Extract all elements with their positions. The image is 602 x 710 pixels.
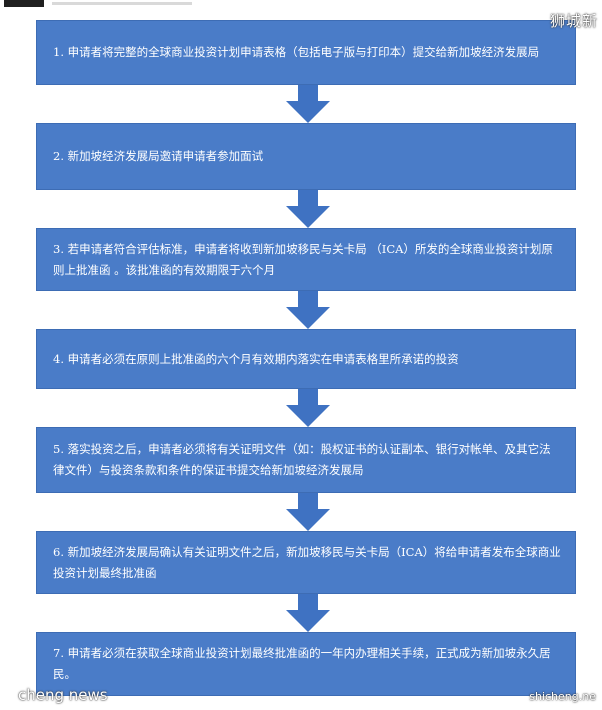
- step-7-text: 7. 申请者必须在获取全球商业投资计划最终批准函的一年内办理相关手续，正式成为新…: [53, 646, 551, 681]
- step-3-box: 3. 若申请者符合评估标准，申请者将收到新加坡移民与关卡局 （ICA）所发的全球…: [36, 228, 576, 291]
- step-6-box: 6. 新加坡经济发展局确认有关证明文件之后，新加坡移民与关卡局（ICA）将给申请…: [36, 531, 576, 594]
- watermark-bottom-left: cheng news: [18, 686, 108, 704]
- down-arrow-icon: [286, 493, 330, 531]
- step-2-text: 2. 新加坡经济发展局邀请申请者参加面试: [53, 149, 264, 163]
- step-5-text: 5. 落实投资之后，申请者必须将有关证明文件（如：股权证书的认证副本、银行对帐单…: [53, 442, 551, 477]
- watermark-bottom-right: shicheng.ne: [529, 690, 596, 703]
- top-edge-strip: [0, 0, 200, 7]
- step-4-text: 4. 申请者必须在原则上批准函的六个月有效期内落实在申请表格里所承诺的投资: [53, 351, 459, 366]
- step-7-box: 7. 申请者必须在获取全球商业投资计划最终批准函的一年内办理相关手续，正式成为新…: [36, 632, 576, 696]
- step-4-box: 4. 申请者必须在原则上批准函的六个月有效期内落实在申请表格里所承诺的投资: [36, 329, 576, 389]
- watermark-top-right: 狮城新: [549, 12, 598, 30]
- top-edge-dark-block: [4, 0, 44, 7]
- step-3-text: 3. 若申请者符合评估标准，申请者将收到新加坡移民与关卡局 （ICA）所发的全球…: [53, 241, 553, 277]
- step-2-box: 2. 新加坡经济发展局邀请申请者参加面试: [36, 123, 576, 190]
- down-arrow-icon: [286, 85, 330, 123]
- top-edge-light-block: [52, 2, 192, 5]
- step-1-text: 1. 申请者将完整的全球商业投资计划申请表格（包括电子版与打印本）提交给新加坡经…: [53, 45, 540, 59]
- down-arrow-icon: [286, 190, 330, 228]
- down-arrow-icon: [286, 291, 330, 329]
- down-arrow-icon: [286, 389, 330, 427]
- step-1-box: 1. 申请者将完整的全球商业投资计划申请表格（包括电子版与打印本）提交给新加坡经…: [36, 20, 576, 85]
- down-arrow-icon: [286, 594, 330, 632]
- step-5-box: 5. 落实投资之后，申请者必须将有关证明文件（如：股权证书的认证副本、银行对帐单…: [36, 427, 576, 493]
- step-6-text: 6. 新加坡经济发展局确认有关证明文件之后，新加坡移民与关卡局（ICA）将给申请…: [53, 544, 561, 580]
